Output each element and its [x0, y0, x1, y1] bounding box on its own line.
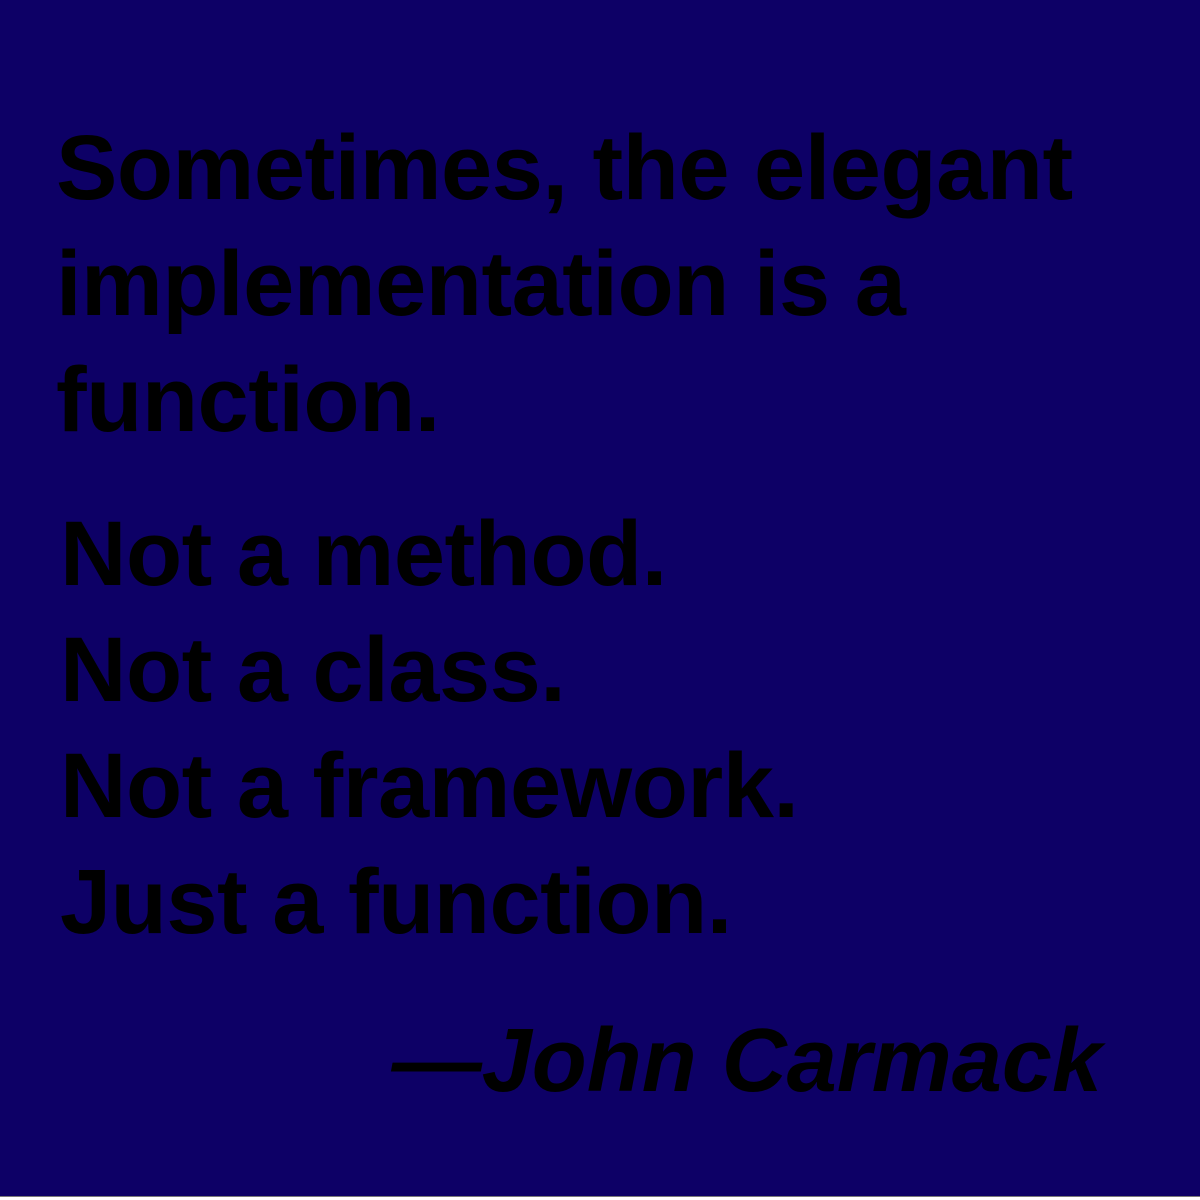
quote-line: function. [56, 349, 440, 451]
quote-line: implementation is a [56, 233, 906, 335]
quote-line: Not a framework. [60, 735, 799, 837]
quote-attribution: —John Carmack [391, 1011, 1102, 1111]
quote-line: Not a class. [60, 619, 566, 721]
quote-line: Just a function. [60, 851, 732, 953]
quote-line: Not a method. [60, 503, 667, 605]
quote-line: Sometimes, the elegant [56, 117, 1073, 219]
